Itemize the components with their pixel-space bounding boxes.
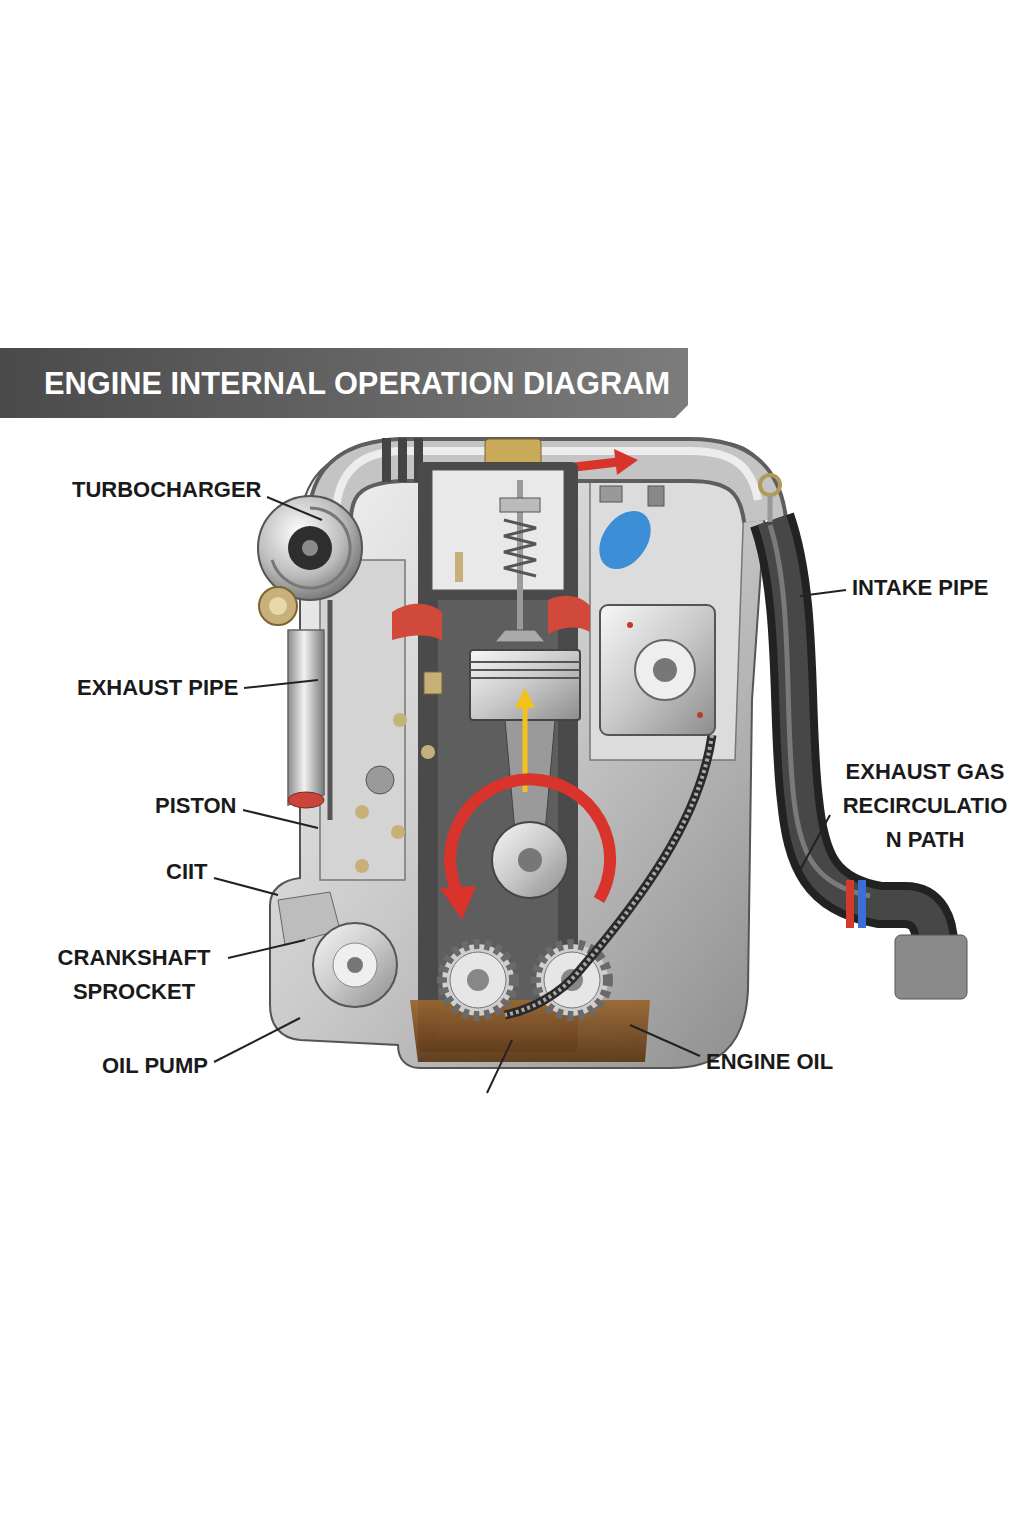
- rotation-arrow: [440, 886, 476, 920]
- part-label-text: INTAKE PIPE: [852, 575, 989, 601]
- fuel-pump: [627, 622, 633, 628]
- exhaust-pipe: [328, 600, 333, 820]
- cylinder-cutaway: [432, 470, 564, 590]
- part-label-text: TURBOCHARGER: [72, 477, 261, 503]
- front-pulley: [313, 923, 397, 1007]
- title-text: ENGINE INTERNAL OPERATION DIAGRAM: [44, 363, 670, 403]
- exhaust-pipe: [288, 630, 324, 805]
- part-label-text: EXHAUST GAS RECIRCULATIO N PATH: [836, 755, 1014, 857]
- leader-line: [487, 1040, 512, 1093]
- part-label-text: OIL PUMP: [102, 1053, 208, 1079]
- fuel-pump: [589, 501, 662, 579]
- engine-housing: [590, 470, 745, 760]
- front-pulley: [366, 766, 394, 794]
- fuel-pump: [455, 552, 463, 582]
- part-label-text: ENGINE OIL: [706, 1049, 833, 1075]
- timing-gears: [450, 952, 506, 1008]
- title-banner: [0, 348, 688, 418]
- part-label-text: PISTON: [155, 793, 237, 819]
- engine-housing: [320, 560, 405, 880]
- charge-pipe: [382, 438, 391, 482]
- turbocharger-body: [302, 540, 318, 556]
- fuel-pump: [635, 640, 695, 700]
- fuel-pump: [455, 486, 715, 735]
- piston-assembly: [492, 822, 568, 898]
- turbocharger-body: [258, 496, 362, 600]
- leader-line: [228, 940, 305, 958]
- charge-pipe: [398, 438, 407, 482]
- front-pulley: [333, 943, 377, 987]
- intake-hose: [768, 496, 773, 522]
- cylinder-cutaway: [500, 498, 540, 512]
- part-label: EXHAUST GAS RECIRCULATIO N PATH: [836, 755, 1014, 857]
- front-pulley: [355, 859, 369, 873]
- piston-assembly: [515, 688, 535, 708]
- turbocharger-body: [269, 597, 287, 615]
- cylinder-cutaway: [495, 630, 545, 642]
- leader-lines: [214, 497, 846, 1093]
- fuel-pump: [653, 658, 677, 682]
- part-label-text: CRANKSHAFT SPROCKET: [46, 941, 222, 1009]
- front-pulley: [393, 713, 407, 727]
- part-label: PISTON: [155, 793, 237, 819]
- oil-line: [505, 735, 712, 1015]
- fuel-pump: [648, 486, 664, 506]
- front-pulley: [278, 713, 435, 1007]
- part-label: CIIT: [166, 859, 208, 885]
- intake-hose: [895, 935, 967, 999]
- leader-line: [244, 680, 318, 688]
- leader-line: [214, 1018, 300, 1062]
- leader-line: [800, 815, 830, 870]
- intake-hose: [760, 475, 780, 495]
- fuel-pump: [697, 712, 703, 718]
- leader-line: [630, 1025, 700, 1056]
- oil-line: [505, 735, 712, 1015]
- fuel-pump: [600, 605, 715, 735]
- intake-hose: [858, 880, 866, 928]
- intake-hose: [846, 880, 854, 928]
- cylinder-cutaway: [504, 520, 536, 576]
- front-pulley: [347, 957, 363, 973]
- fuel-pump: [600, 486, 622, 502]
- part-label: INTAKE PIPE: [852, 575, 989, 601]
- leader-line: [800, 590, 846, 596]
- front-pulley: [421, 745, 435, 759]
- part-label-text: CIIT: [166, 859, 208, 885]
- rotation-arrow: [440, 779, 610, 920]
- turbocharger-body: [259, 587, 297, 625]
- part-label-text: EXHAUST PIPE: [77, 675, 238, 701]
- front-pulley: [355, 805, 369, 819]
- leader-line: [243, 810, 318, 828]
- timing-gears: [442, 944, 514, 1016]
- rotation-arrow: [450, 779, 610, 900]
- exhaust-pipe: [288, 792, 324, 808]
- charge-pipe: [575, 462, 618, 467]
- turbocharger-body: [288, 526, 332, 570]
- intake-hose: [760, 475, 967, 999]
- part-label: ENGINE OIL: [706, 1049, 833, 1075]
- exhaust-pipe: [288, 600, 330, 820]
- oil-line: [505, 735, 712, 1015]
- cylinder-cutaway: [548, 596, 590, 634]
- turbocharger-body: [258, 496, 362, 625]
- part-label: OIL PUMP: [102, 1053, 208, 1079]
- leader-line: [267, 497, 322, 520]
- part-label: TURBOCHARGER: [72, 477, 261, 503]
- piston-assembly: [470, 662, 580, 678]
- front-pulley: [391, 825, 405, 839]
- charge-pipe: [614, 449, 638, 475]
- cylinder-cutaway: [392, 604, 442, 640]
- part-label: CRANKSHAFT SPROCKET: [46, 941, 222, 1009]
- leader-line: [214, 878, 278, 895]
- timing-gears: [467, 969, 489, 991]
- part-label: EXHAUST PIPE: [77, 675, 238, 701]
- cylinder-cutaway: [424, 672, 442, 694]
- piston-assembly: [518, 848, 542, 872]
- turbocharger-body: [272, 508, 350, 588]
